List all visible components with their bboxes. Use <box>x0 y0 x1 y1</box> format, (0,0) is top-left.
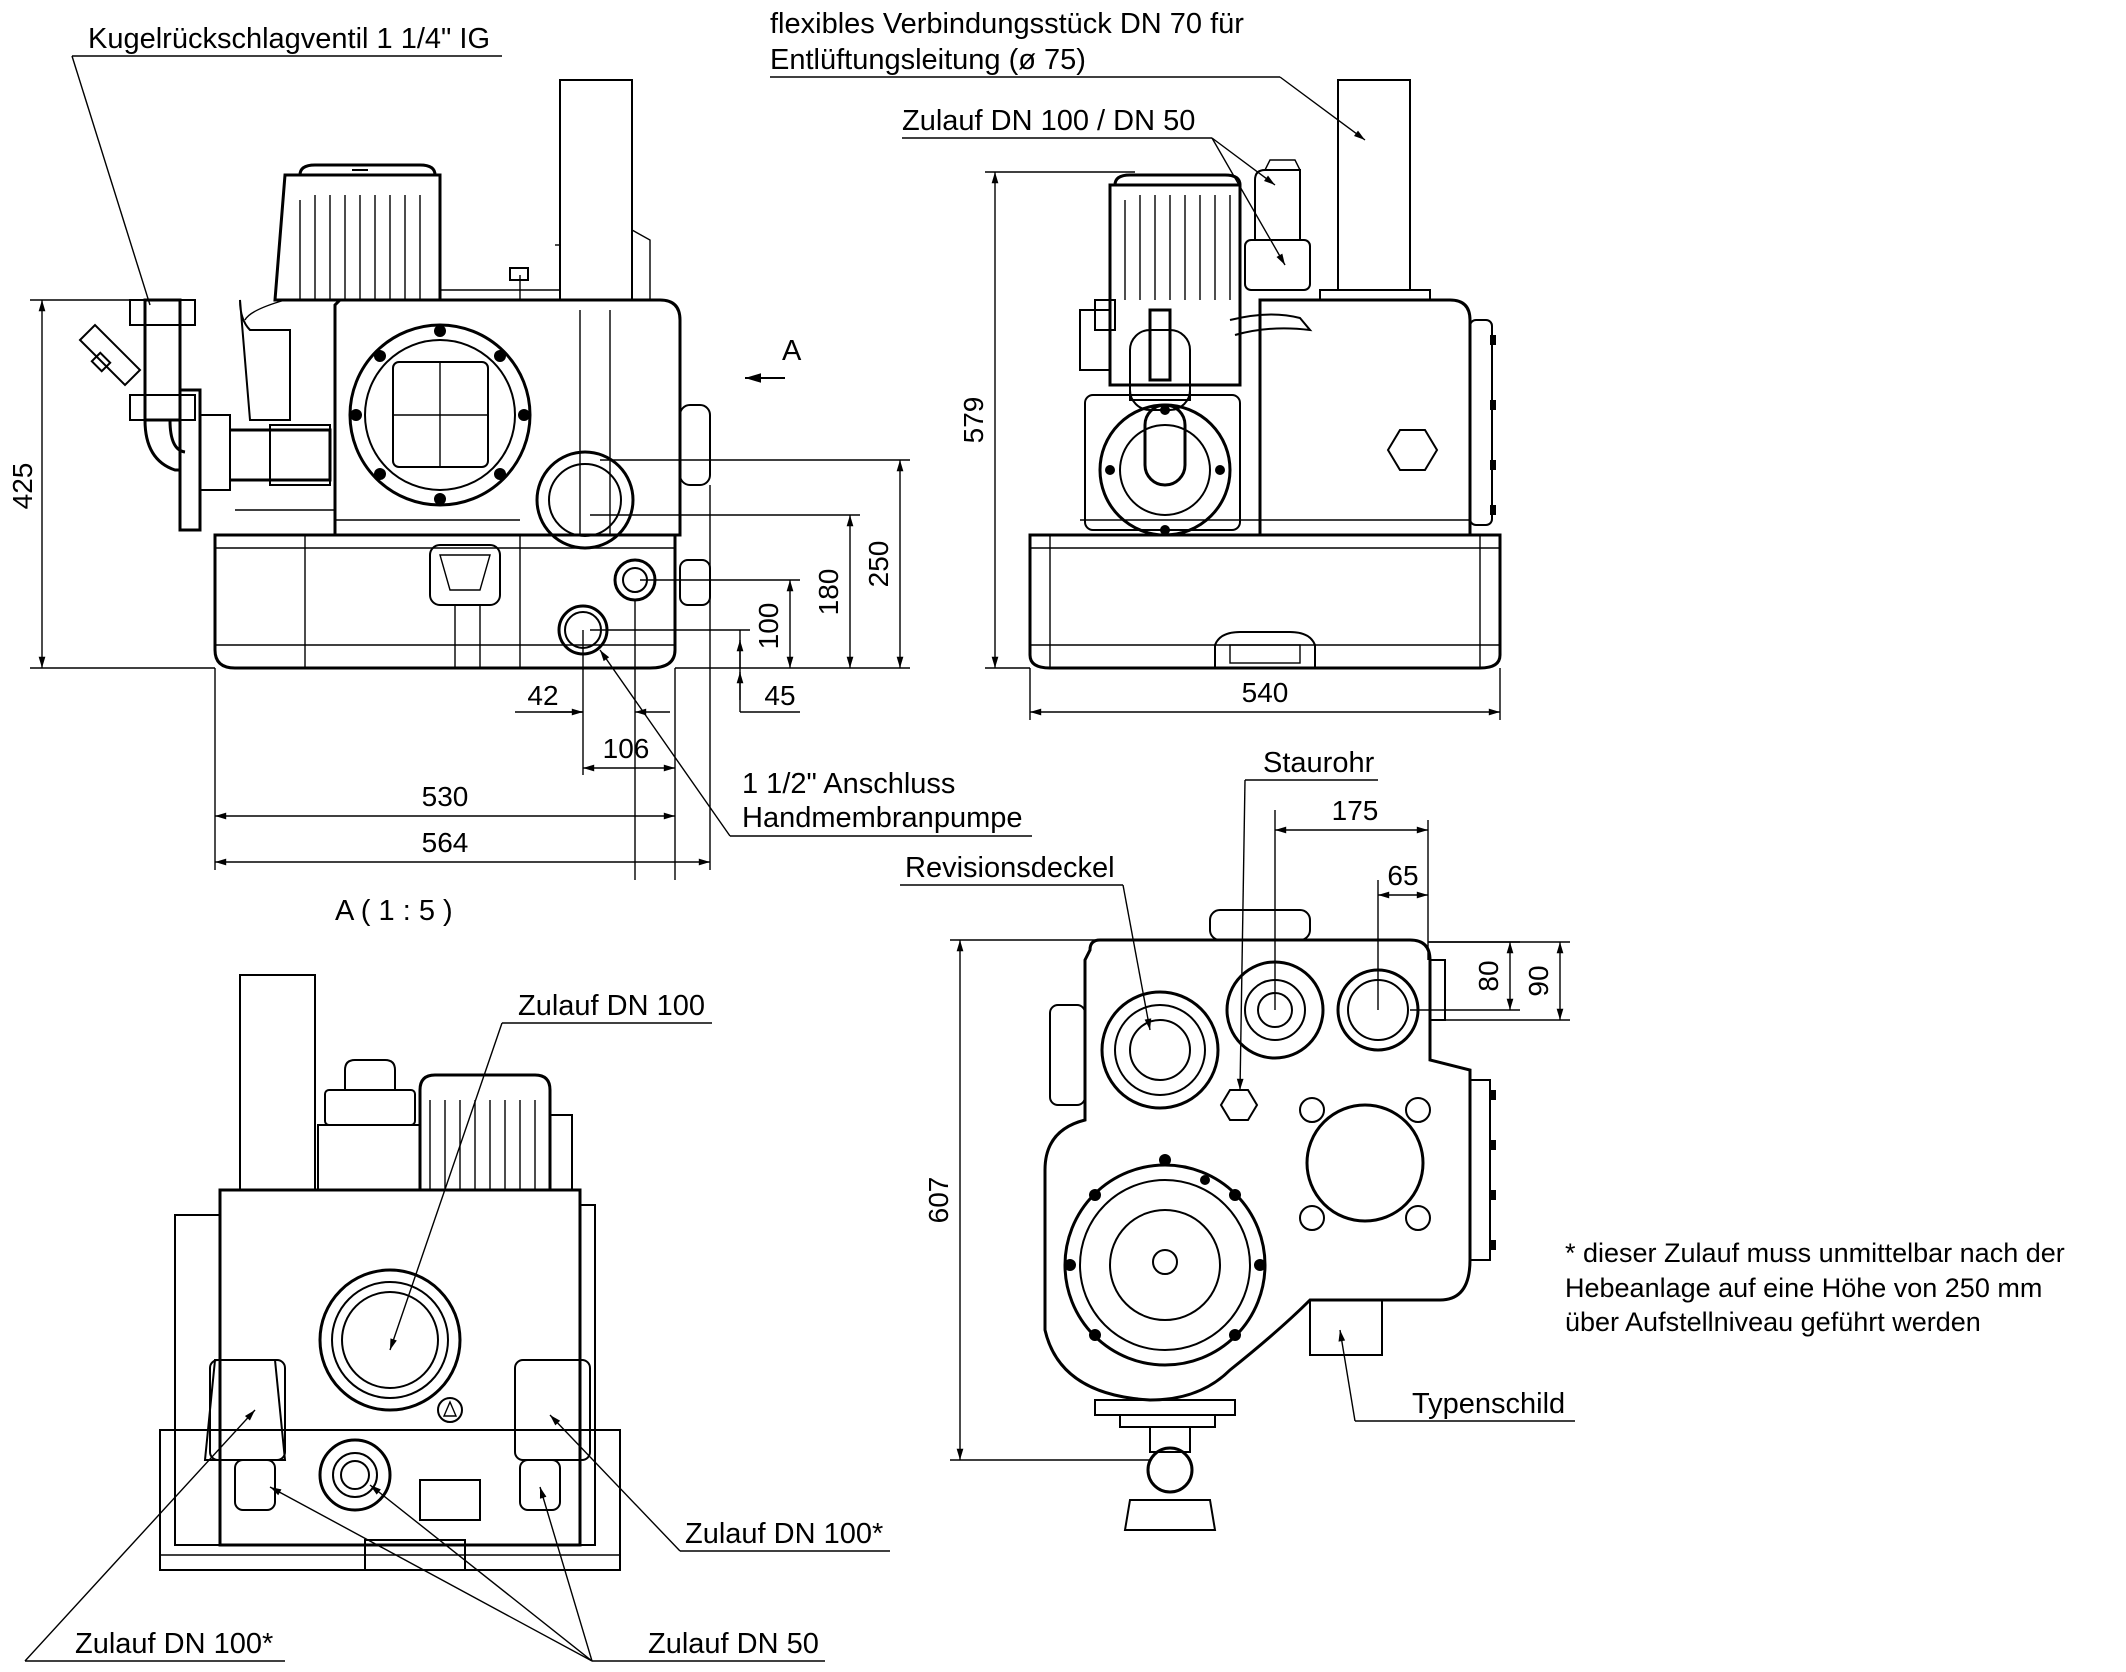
dim-175: 175 <box>1332 795 1379 826</box>
dim-106: 106 <box>603 733 650 764</box>
inlet-dn100-star-left-label: Zulauf DN 100* <box>75 1628 273 1660</box>
hand-pump-label-1: 1 1/2" Anschluss <box>742 768 955 800</box>
dim-42: 42 <box>527 680 558 711</box>
note-line-1: * dieser Zulauf muss unmittelbar nach de… <box>1565 1238 2065 1268</box>
note-line-2: Hebeanlage auf eine Höhe von 250 mm <box>1565 1273 2042 1303</box>
dim-100: 100 <box>753 603 784 650</box>
dim-607: 607 <box>923 1177 954 1224</box>
dim-65: 65 <box>1387 860 1418 891</box>
inlet-dn50-label: Zulauf DN 50 <box>648 1628 819 1660</box>
top-view <box>1043 909 1496 1531</box>
view-arrow-label: A <box>782 335 802 367</box>
front-view <box>78 79 711 670</box>
view-a-callouts: Zulauf DN 100 Zulauf DN 100* Zulauf DN 1… <box>24 990 890 1662</box>
side-view-dimensions: 579 540 Zulauf DN 100 / DN 50 <box>902 105 1501 720</box>
dim-80: 80 <box>1473 960 1504 991</box>
side-view <box>1028 79 1502 670</box>
front-view-callouts: Kugelrückschlagventil 1 1/4" IG flexible… <box>71 8 1366 927</box>
view-a-title: A ( 1 : 5 ) <box>335 895 453 927</box>
revisionsdeckel-label: Revisionsdeckel <box>905 852 1115 884</box>
dim-90: 90 <box>1523 965 1554 996</box>
front-view-dimensions: 425 250 180 100 45 42 106 530 564 <box>7 299 910 880</box>
inlet-dn100-star-right-label: Zulauf DN 100* <box>685 1518 883 1550</box>
vent-connector-label-2: Entlüftungsleitung (ø 75) <box>770 44 1086 76</box>
footnote: * dieser Zulauf muss unmittelbar nach de… <box>1565 1238 2065 1337</box>
dim-180: 180 <box>813 569 844 616</box>
dim-530: 530 <box>422 781 469 812</box>
inlet-dn100-dn50-label: Zulauf DN 100 / DN 50 <box>902 105 1195 137</box>
dim-45: 45 <box>764 680 795 711</box>
note-line-3: über Aufstellniveau geführt werden <box>1565 1307 1981 1337</box>
staurohr-label: Staurohr <box>1263 747 1375 779</box>
top-view-dimensions: Staurohr 175 65 80 90 607 Revisionsdecke… <box>900 747 1575 1461</box>
dim-540: 540 <box>1242 677 1289 708</box>
vent-connector-label-1: flexibles Verbindungsstück DN 70 für <box>770 8 1244 40</box>
check-valve-label: Kugelrückschlagventil 1 1/4" IG <box>88 23 490 55</box>
dim-250: 250 <box>863 541 894 588</box>
dim-425: 425 <box>7 463 38 510</box>
typenschild-label: Typenschild <box>1412 1388 1565 1420</box>
hand-pump-label-2: Handmembranpumpe <box>742 802 1022 834</box>
view-a <box>159 974 621 1571</box>
dim-579: 579 <box>958 397 989 444</box>
inlet-dn100-label: Zulauf DN 100 <box>518 990 705 1022</box>
dim-564: 564 <box>422 827 469 858</box>
